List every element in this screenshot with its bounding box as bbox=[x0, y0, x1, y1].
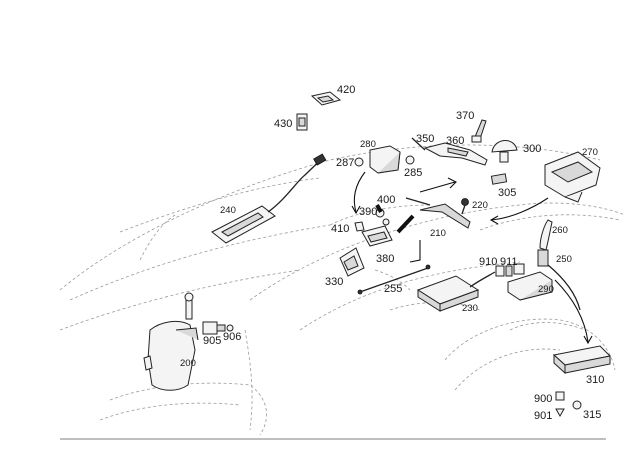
nut-315 bbox=[572, 400, 582, 410]
antenna-dome-300 bbox=[491, 140, 518, 163]
label-911: 911 bbox=[500, 256, 518, 268]
amplifier-230 bbox=[416, 271, 496, 312]
label-901: 901 bbox=[534, 410, 552, 422]
module-290 bbox=[507, 271, 553, 301]
car-outline bbox=[59, 144, 626, 436]
screw-901 bbox=[555, 408, 565, 418]
label-280: 280 bbox=[360, 139, 376, 150]
antenna-260 bbox=[539, 219, 553, 251]
label-900: 900 bbox=[534, 393, 552, 405]
label-330: 330 bbox=[325, 276, 343, 288]
label-270: 270 bbox=[582, 147, 598, 158]
phone-cradle-240 bbox=[211, 153, 327, 244]
reservoir-200 bbox=[143, 292, 199, 391]
label-260: 260 bbox=[552, 225, 568, 236]
label-240: 240 bbox=[220, 205, 236, 216]
module-280 bbox=[354, 145, 415, 174]
label-287: 287 bbox=[336, 157, 354, 169]
label-310: 310 bbox=[586, 374, 604, 386]
label-905: 905 bbox=[203, 335, 221, 347]
label-285: 285 bbox=[404, 167, 422, 179]
screw-220 bbox=[461, 198, 469, 215]
connector-905 bbox=[202, 321, 226, 335]
clip-430 bbox=[296, 113, 308, 131]
label-255: 255 bbox=[384, 283, 402, 295]
connector-910 bbox=[495, 263, 525, 277]
label-250: 250 bbox=[556, 254, 572, 265]
module-310 bbox=[552, 345, 612, 375]
label-390: 390 bbox=[359, 206, 377, 218]
connector-906 bbox=[226, 324, 234, 332]
bracket-330 bbox=[339, 247, 365, 277]
label-370: 370 bbox=[456, 110, 474, 122]
label-220: 220 bbox=[472, 200, 488, 211]
label-910: 910 bbox=[479, 256, 497, 268]
part-labels: 420 430 370 280 350 360 300 270 287 285 … bbox=[180, 84, 604, 422]
housing-270 bbox=[544, 151, 601, 203]
arrows bbox=[351, 171, 593, 345]
bracket-380 bbox=[354, 208, 393, 247]
label-380: 380 bbox=[376, 253, 394, 265]
label-315: 315 bbox=[583, 409, 601, 421]
label-430: 430 bbox=[274, 118, 292, 130]
label-305: 305 bbox=[498, 187, 516, 199]
antenna-rod-370 bbox=[471, 119, 487, 143]
label-400: 400 bbox=[377, 194, 395, 206]
label-350: 350 bbox=[416, 133, 434, 145]
label-230: 230 bbox=[462, 303, 478, 314]
antenna-base-350 bbox=[411, 137, 488, 166]
label-200: 200 bbox=[180, 358, 196, 369]
gasket-305 bbox=[490, 173, 508, 185]
label-906: 906 bbox=[223, 331, 241, 343]
label-410: 410 bbox=[331, 223, 349, 235]
bracket-420 bbox=[310, 91, 342, 106]
label-290: 290 bbox=[538, 284, 554, 295]
lead-255 bbox=[357, 264, 431, 295]
plug-250 bbox=[537, 249, 581, 311]
label-420: 420 bbox=[337, 84, 355, 96]
cable-210 bbox=[405, 197, 471, 229]
label-360: 360 bbox=[446, 135, 464, 147]
label-300: 300 bbox=[523, 143, 541, 155]
screw-900 bbox=[555, 391, 565, 401]
label-210: 210 bbox=[430, 228, 446, 239]
